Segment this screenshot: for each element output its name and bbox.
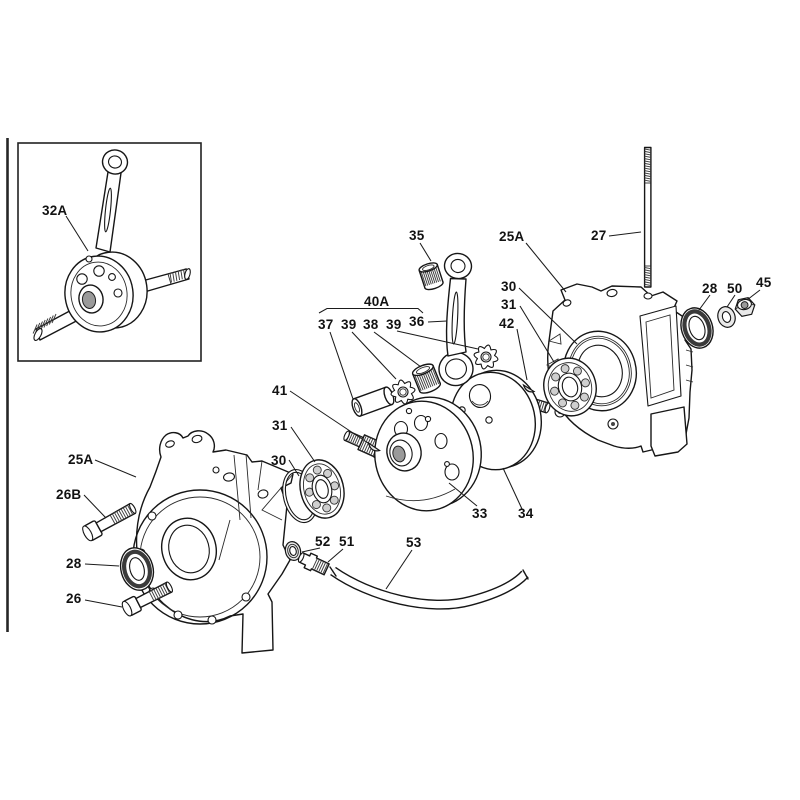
part-washer-39-right [473, 344, 499, 370]
part-key-42 [522, 383, 536, 393]
callout-40A: 40A [364, 294, 389, 309]
callout-42: 42 [499, 316, 514, 331]
callout-32A: 32A [42, 203, 67, 218]
callout-31-left: 31 [272, 418, 288, 433]
callout-51: 51 [339, 534, 355, 549]
part-needle-bearing-35 [418, 262, 444, 291]
part-connecting-rod-36 [438, 252, 474, 387]
callout-38: 38 [363, 317, 379, 332]
callout-37: 37 [318, 317, 333, 332]
callout-39-right: 39 [386, 317, 401, 332]
callout-45: 45 [756, 275, 772, 290]
part-stud-27 [643, 146, 652, 288]
callout-41: 41 [272, 383, 288, 398]
callout-26: 26 [66, 591, 82, 606]
callout-25A-left: 25A [68, 452, 93, 467]
part-washer-39-left [390, 379, 416, 405]
callout-27: 27 [591, 228, 606, 243]
part-crank-pin-37 [351, 386, 395, 417]
callout-28-upper: 28 [702, 281, 718, 296]
part-washer-52 [284, 541, 302, 561]
part-flywheel-33 [343, 396, 482, 512]
part-bolt-26 [121, 581, 174, 617]
callout-34: 34 [518, 506, 534, 521]
callout-28-left: 28 [66, 556, 82, 571]
callout-35: 35 [409, 228, 425, 243]
bracket-40A [318, 307, 424, 314]
callout-26B: 26B [56, 487, 81, 502]
part-left-crankcase-half [132, 430, 294, 654]
callout-39-left: 39 [341, 317, 356, 332]
part-key-41 [367, 441, 381, 452]
part-fitting-51 [297, 552, 330, 576]
callout-33: 33 [472, 506, 488, 521]
callout-50: 50 [727, 281, 742, 296]
part-hose-53 [329, 566, 529, 610]
inset-crankshaft-box [17, 142, 202, 362]
callout-52: 52 [315, 534, 330, 549]
left-case-bore [161, 517, 217, 581]
callout-53: 53 [406, 535, 422, 550]
callout-36: 36 [409, 314, 425, 329]
right-case-foot [650, 406, 688, 457]
part-nut-45 [734, 296, 756, 318]
callout-25A-upper: 25A [499, 229, 524, 244]
part-needle-bearing-38 [411, 363, 442, 394]
part-crankshaft-assembly-32A [32, 149, 191, 341]
part-bearing-31-left [299, 459, 345, 519]
part-oil-seal-28-right [680, 307, 714, 349]
part-oil-seal-28-left [119, 547, 155, 591]
callout-30-left: 30 [271, 453, 286, 468]
callout-labels: 32A 35 25A 27 28 50 45 40A 37 39 38 39 3… [42, 203, 772, 606]
callout-30-right: 30 [501, 279, 516, 294]
part-washer-50 [717, 306, 736, 328]
callout-31-right: 31 [501, 297, 517, 312]
leader-lines [65, 215, 761, 608]
part-bearing-31-right [543, 357, 597, 417]
part-bolt-26B [82, 502, 137, 542]
